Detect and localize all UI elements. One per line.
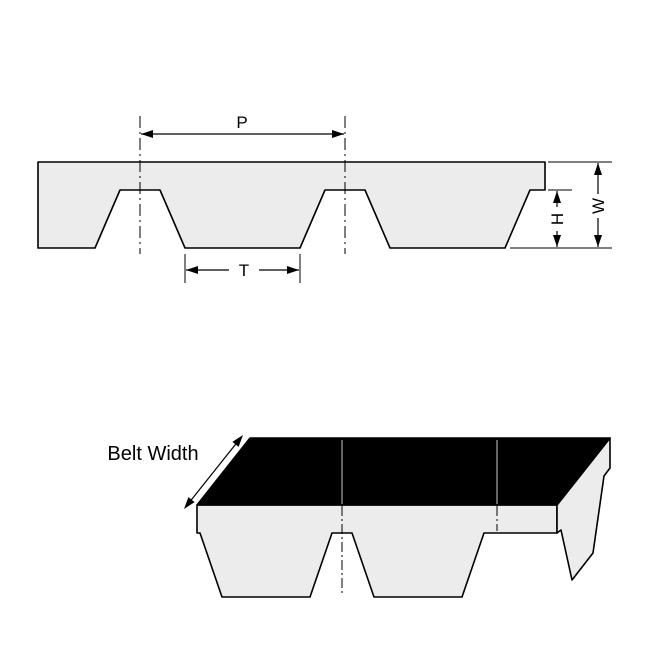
thickness-arrow-down bbox=[594, 235, 602, 247]
pitch-label: P bbox=[236, 113, 247, 132]
belt-cross-section-view: P T H W bbox=[37, 113, 612, 283]
tooth-width-arrow-right bbox=[287, 266, 299, 274]
belt-front-face bbox=[196, 504, 558, 598]
belt-top-face bbox=[196, 437, 611, 506]
belt-3d-view: Belt Width bbox=[107, 435, 611, 598]
belt-width-arrowhead-lower bbox=[184, 497, 195, 509]
tooth-height-label: H bbox=[548, 213, 567, 225]
belt-width-label: Belt Width bbox=[107, 443, 198, 465]
belt-profile bbox=[37, 161, 546, 249]
belt-width-arrowhead-upper bbox=[232, 435, 243, 447]
pitch-arrow-right bbox=[332, 130, 344, 138]
belt-end-face bbox=[556, 437, 611, 581]
thickness-label: W bbox=[589, 198, 608, 214]
tooth-height-arrow-down bbox=[553, 235, 561, 247]
pitch-arrow-left bbox=[141, 130, 153, 138]
belt-width-arrow-line bbox=[187, 439, 240, 505]
thickness-arrow-up bbox=[594, 163, 602, 175]
tooth-height-arrow-up bbox=[553, 191, 561, 203]
tooth-width-arrow-left bbox=[186, 266, 198, 274]
tooth-width-label: T bbox=[239, 261, 249, 280]
